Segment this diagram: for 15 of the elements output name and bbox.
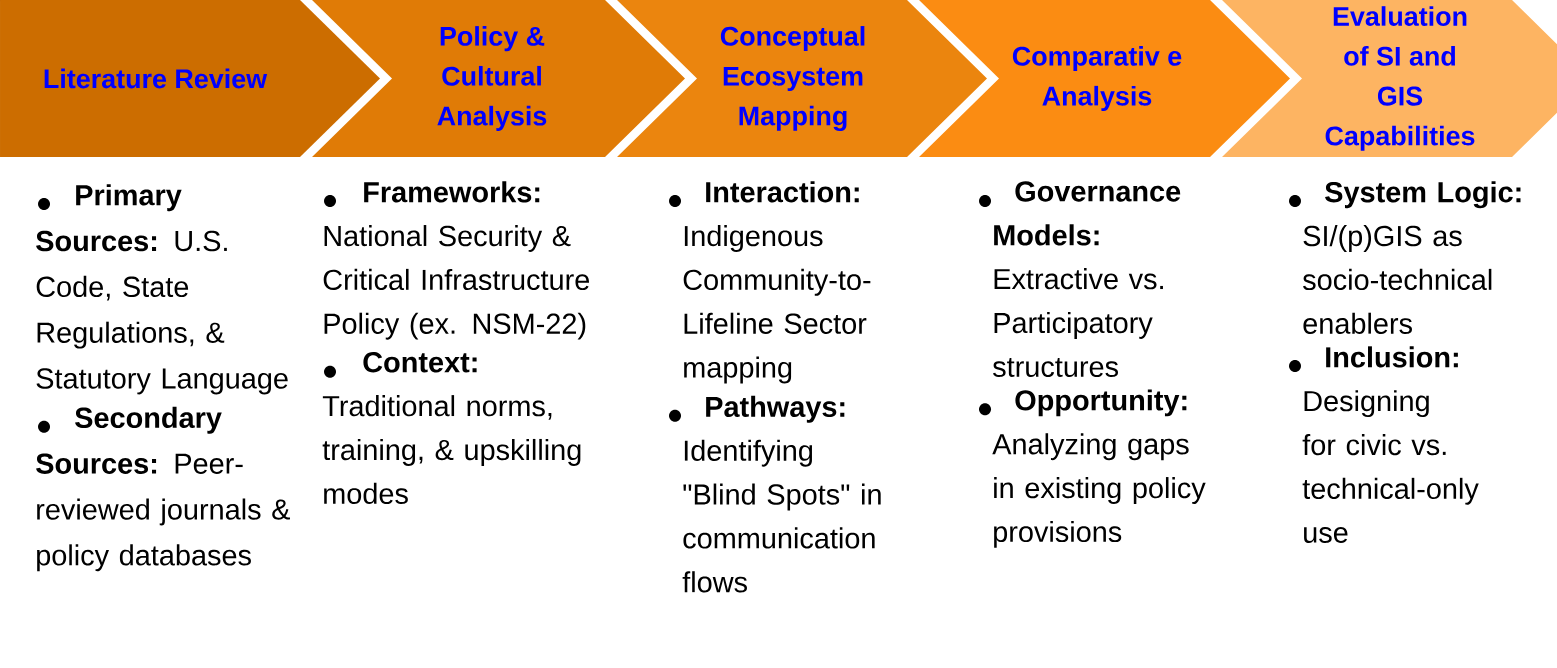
step-banner: Policy & Cultural Analysis <box>312 0 685 157</box>
bullet-item: Inclusion: Designing for civic vs. technical-only use <box>1289 346 1479 543</box>
bullet-item: Frameworks: National Security & Critical Infrastructure Policy (ex. NSM-22) <box>323 181 589 340</box>
step-banner: Evaluation of SI and GIS Capabilities <box>1222 0 1557 157</box>
step-banner: Literature Review <box>0 0 380 157</box>
bullet-item: Context: Traditional norms, training, & upskilling modes <box>322 352 581 504</box>
bullet-item: Secondary Sources: Peer-reviewed journals & policy databases <box>36 406 290 572</box>
bullet-item: Opportunity: Analyzing gaps in existing policy provisions <box>979 389 1206 548</box>
step-banner: Conceptual Ecosystem Mapping <box>617 0 987 157</box>
bullet-item: Pathways: Identifying "Blind Spots" in communication flows <box>669 395 881 593</box>
bullet-item: Interaction: Indigenous Community-to-Lifeline Sector mapping <box>669 181 871 384</box>
bullet-item: Primary Sources: U.S. Code, State Regulations, & Statutory Language <box>36 184 288 395</box>
bullet-item: Governance Models: Extractive vs. Participatory structures <box>979 181 1181 377</box>
step-banner: Comparativ e Analysis <box>919 0 1290 157</box>
bullet-item: System Logic: SI/(p)GIS as socio-technical enablers <box>1289 181 1521 334</box>
